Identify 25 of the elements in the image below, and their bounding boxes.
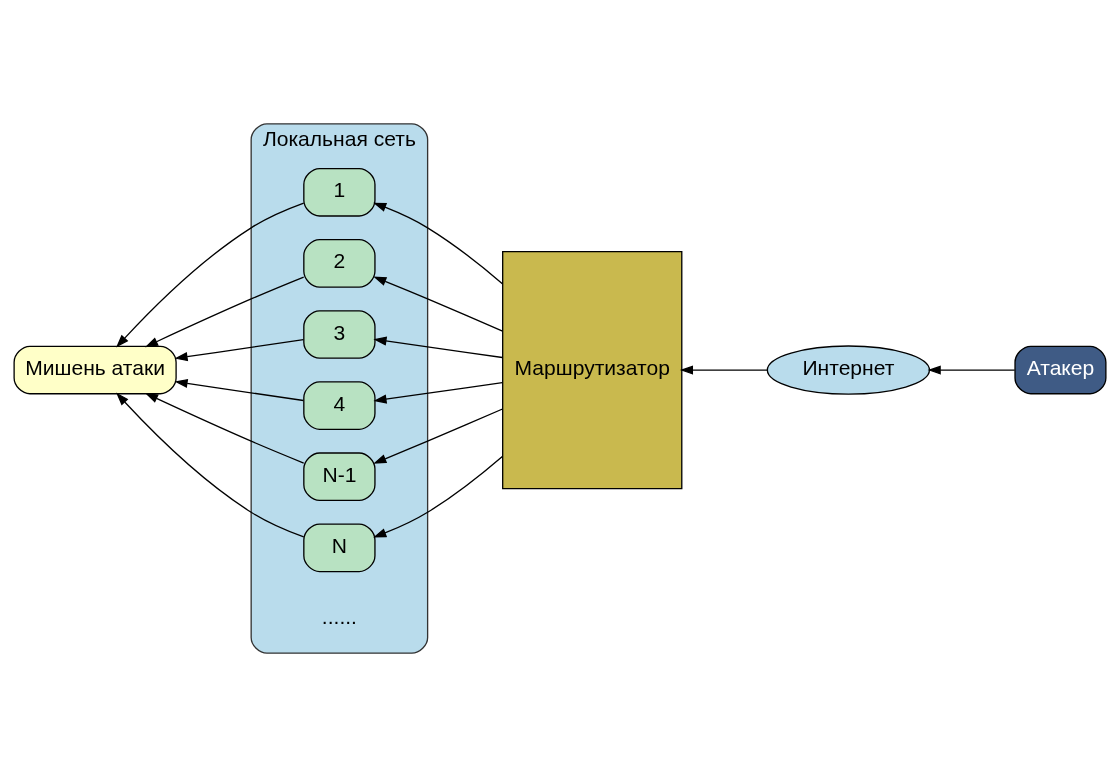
label: ...... — [321, 604, 357, 628]
arrow — [116, 202, 305, 348]
arrow — [373, 202, 504, 285]
arrow — [679, 365, 768, 375]
node-box: 4 — [303, 381, 376, 430]
node-box: N-1 — [303, 452, 376, 502]
arrow — [174, 378, 305, 402]
arrow — [116, 392, 305, 538]
arrow — [174, 338, 305, 362]
arrow — [373, 276, 504, 332]
arrow — [144, 276, 305, 348]
arrow — [927, 365, 1016, 375]
node-box: Маршрутизатор — [502, 250, 683, 490]
arrow — [373, 382, 504, 404]
node-box: 1 — [303, 167, 376, 217]
node-box: 2 — [303, 239, 376, 288]
arrow — [373, 408, 504, 464]
node-box: Атакер — [1014, 345, 1107, 395]
arrow — [144, 392, 305, 464]
arrow — [373, 336, 504, 359]
node-box: N — [303, 523, 376, 573]
node-box: Мишень атаки — [13, 345, 177, 395]
node-ellipse: Интернет — [766, 345, 931, 395]
arrow — [373, 455, 504, 538]
node-box: 3 — [303, 310, 376, 359]
